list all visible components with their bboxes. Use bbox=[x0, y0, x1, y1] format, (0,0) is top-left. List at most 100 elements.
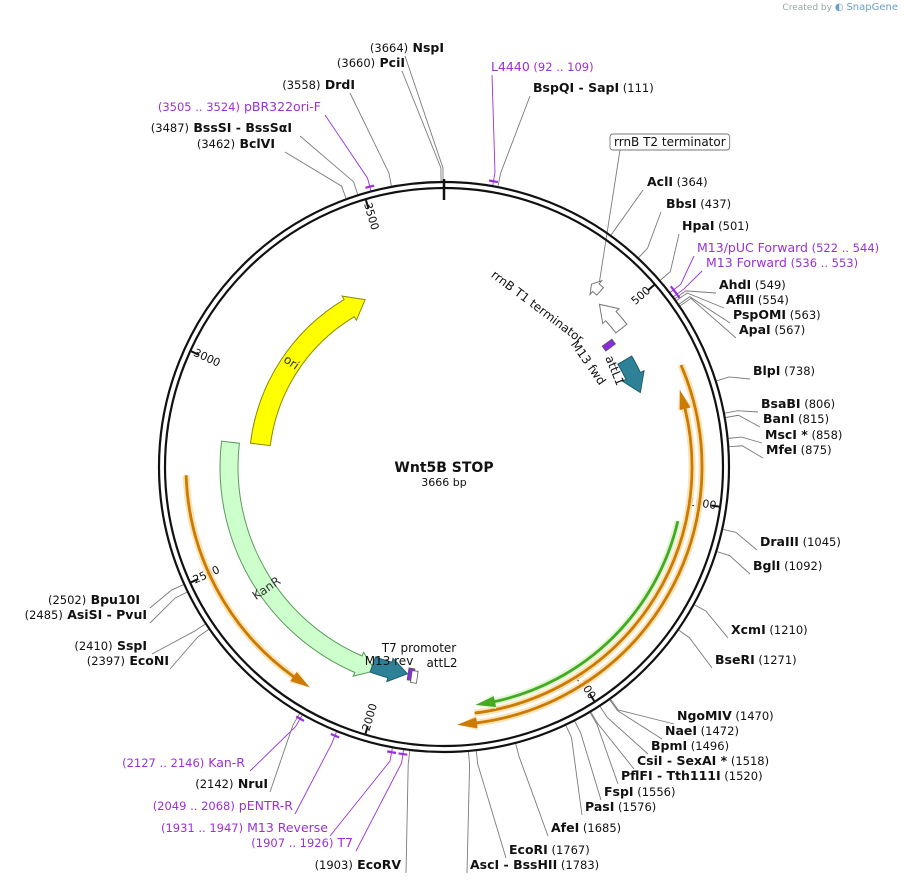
rrnb-t2-terminator-callout[interactable]: rrnB T2 terminator bbox=[609, 133, 731, 151]
xcmi-text: XcmI (1210) bbox=[731, 622, 808, 637]
site-bgli[interactable]: BglI (1092) bbox=[753, 558, 822, 573]
pcii-leader bbox=[401, 70, 442, 182]
rrnb-t2-terminator-callout-box bbox=[609, 133, 731, 151]
site-bani[interactable]: BanI (815) bbox=[763, 411, 829, 426]
bsabi-leader bbox=[724, 410, 759, 414]
site-bspqi-sapi[interactable]: BspQI - SapI (111) bbox=[533, 80, 654, 95]
apai-leader bbox=[679, 297, 737, 339]
site-pentr-r[interactable]: (2049 .. 2068) pENTR-R bbox=[153, 798, 294, 813]
bsssi-bssai-text: (3487) BssSI - BssSαI bbox=[151, 120, 292, 135]
drdi-num: (3558) bbox=[282, 78, 320, 92]
ecorv-num: (1903) bbox=[315, 858, 353, 872]
site-bclvi[interactable]: (3462) BclVI bbox=[197, 136, 275, 151]
m13-reverse-enzyme: M13 Reverse bbox=[243, 820, 328, 835]
site-ecori[interactable]: EcoRI (1767) bbox=[509, 842, 590, 857]
site-msci[interactable]: MscI * (858) bbox=[765, 427, 842, 442]
m13-reverse-site-mark bbox=[387, 750, 397, 755]
site-afei[interactable]: AfeI (1685) bbox=[551, 820, 621, 835]
sspi-num: (2410) bbox=[74, 639, 112, 653]
kanr-arrow[interactable] bbox=[219, 440, 377, 677]
site-bsabi[interactable]: BsaBI (806) bbox=[761, 396, 835, 411]
site-l4440[interactable]: L4440 (92 .. 109) bbox=[491, 59, 594, 74]
m13-reverse-text: (1931 .. 1947) M13 Reverse bbox=[161, 820, 328, 835]
aflii-enzyme: AflII bbox=[726, 292, 754, 307]
site-pspomi[interactable]: PspOMI (563) bbox=[733, 307, 821, 322]
site-bseri[interactable]: BseRI (1271) bbox=[715, 652, 797, 667]
site-aflii[interactable]: AflII (554) bbox=[726, 292, 789, 307]
attl2-arrow[interactable] bbox=[369, 656, 409, 683]
site-bsssi-bssai[interactable]: (3487) BssSI - BssSαI bbox=[151, 120, 292, 135]
asisi-pvui-enzyme: AsiSI - PvuI bbox=[63, 607, 147, 622]
bseri-text: BseRI (1271) bbox=[715, 652, 797, 667]
site-pflfi-tth111i[interactable]: PflFI - Tth111I (1520) bbox=[621, 768, 763, 783]
site-t7[interactable]: (1907 .. 1926) T7 bbox=[251, 835, 353, 850]
site-hpai[interactable]: HpaI (501) bbox=[682, 218, 749, 233]
pentr-r-text: (2049 .. 2068) pENTR-R bbox=[153, 798, 294, 813]
site-bpu10i[interactable]: (2502) Bpu10I bbox=[48, 592, 140, 607]
kan-r-site-mark bbox=[295, 715, 305, 722]
rrnb-t2-terminator-arrow[interactable] bbox=[589, 279, 605, 297]
site-ngomiv[interactable]: NgoMIV (1470) bbox=[677, 708, 774, 723]
attl1-arrow[interactable] bbox=[617, 355, 645, 394]
site-kan-r[interactable]: (2127 .. 2146) Kan-R bbox=[122, 755, 245, 770]
ngomiv-enzyme: NgoMIV bbox=[677, 708, 732, 723]
asisi-pvui-num: (2485) bbox=[25, 608, 63, 622]
site-nspi[interactable]: (3664) NspI bbox=[370, 40, 444, 55]
site-xcmi[interactable]: XcmI (1210) bbox=[731, 622, 808, 637]
scale-tick-label: 500 bbox=[629, 284, 653, 308]
acli-num: (364) bbox=[673, 175, 708, 189]
m13-fwd-label: M13 fwd bbox=[568, 338, 609, 388]
snapgene-brand: Created by ◐ SnapGene bbox=[782, 2, 898, 13]
site-acli[interactable]: AclI (364) bbox=[647, 174, 708, 189]
bbsi-text: BbsI (437) bbox=[666, 196, 731, 211]
aflii-leader bbox=[676, 292, 725, 309]
site-csii-sexai[interactable]: CsiI - SexAI * (1518) bbox=[637, 753, 769, 768]
mfei-leader bbox=[729, 445, 764, 459]
ahdi-text: AhdI (549) bbox=[719, 277, 786, 292]
site-m13-forward[interactable]: M13 Forward (536 .. 553) bbox=[706, 255, 858, 270]
site-drdi[interactable]: (3558) DrdI bbox=[282, 77, 355, 92]
site-ecorv[interactable]: (1903) EcoRV bbox=[315, 857, 402, 872]
site-mfei[interactable]: MfeI (875) bbox=[766, 442, 832, 457]
bpmi-enzyme: BpmI bbox=[651, 738, 687, 753]
m13-forward-site-mark bbox=[673, 289, 681, 299]
nrui-enzyme: NruI bbox=[233, 776, 268, 791]
fspi-enzyme: FspI bbox=[604, 784, 634, 799]
site-blpi[interactable]: BlpI (738) bbox=[753, 363, 815, 378]
site-asci-bsshii[interactable]: AscI - BssHII (1783) bbox=[470, 857, 599, 872]
site-m13-puc-forward[interactable]: M13/pUC Forward (522 .. 544) bbox=[697, 240, 879, 255]
site-bbsi[interactable]: BbsI (437) bbox=[666, 196, 731, 211]
site-asisi-pvui[interactable]: (2485) AsiSI - PvuI bbox=[25, 607, 147, 622]
site-bpmi[interactable]: BpmI (1496) bbox=[651, 738, 729, 753]
site-draiii[interactable]: DraIII (1045) bbox=[760, 534, 841, 549]
orf-orange-a bbox=[457, 364, 704, 729]
ngomiv-text: NgoMIV (1470) bbox=[677, 708, 774, 723]
site-pasi[interactable]: PasI (1576) bbox=[585, 799, 656, 814]
site-naei[interactable]: NaeI (1472) bbox=[665, 723, 739, 738]
pbr322ori-f-enzyme: pBR322ori-F bbox=[240, 99, 321, 114]
plasmid-size: 3666 bp bbox=[421, 476, 466, 489]
t7-num: (1907 .. 1926) bbox=[251, 836, 333, 850]
site-fspi[interactable]: FspI (1556) bbox=[604, 784, 675, 799]
site-ahdi[interactable]: AhdI (549) bbox=[719, 277, 786, 292]
site-sspi[interactable]: (2410) SspI bbox=[74, 638, 147, 653]
site-m13-reverse[interactable]: (1931 .. 1947) M13 Reverse bbox=[161, 820, 328, 835]
fspi-leader bbox=[574, 721, 602, 801]
l4440-text: L4440 (92 .. 109) bbox=[491, 59, 594, 74]
m13-reverse-num: (1931 .. 1947) bbox=[161, 821, 243, 835]
orf-orange-b bbox=[184, 475, 310, 688]
site-pbr322ori-f[interactable]: (3505 .. 3524) pBR322ori-F bbox=[158, 99, 321, 114]
m13-forward-enzyme: M13 Forward bbox=[706, 255, 787, 270]
bspqi-sapi-enzyme: BspQI - SapI bbox=[533, 80, 619, 95]
site-nrui[interactable]: (2142) NruI bbox=[195, 776, 268, 791]
l4440-enzyme: L4440 bbox=[491, 59, 530, 74]
bseri-leader bbox=[678, 629, 713, 669]
rrnb-t1-terminator-arrow[interactable] bbox=[598, 303, 628, 334]
pcii-num: (3660) bbox=[337, 56, 375, 70]
m13-fwd-mark bbox=[601, 338, 616, 352]
site-econi[interactable]: (2397) EcoNI bbox=[87, 653, 169, 668]
site-pcii[interactable]: (3660) PciI bbox=[337, 55, 405, 70]
afei-enzyme: AfeI bbox=[551, 820, 579, 835]
site-apai[interactable]: ApaI (567) bbox=[739, 322, 805, 337]
ori-arrow[interactable] bbox=[249, 295, 366, 447]
